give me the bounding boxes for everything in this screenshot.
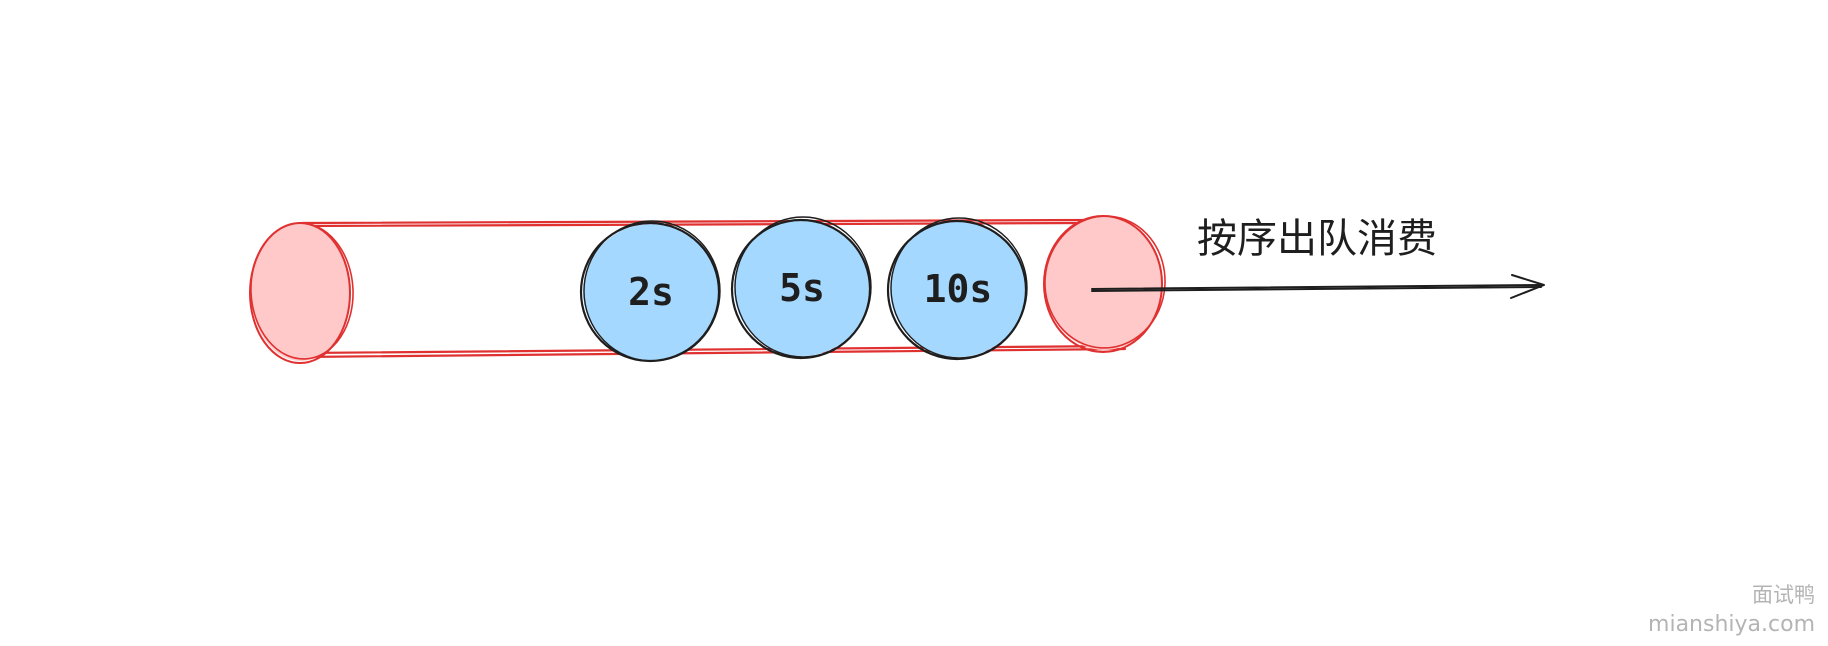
queue-right-cap [1043, 215, 1166, 353]
dequeue-arrow [1091, 274, 1545, 299]
consume-label: 按序出队消费 [1197, 216, 1437, 262]
message-label: 10s [924, 267, 993, 311]
message-3: 10s [886, 217, 1028, 361]
watermark: 面试鸭 mianshiya.com [1648, 583, 1815, 637]
message-1: 2s [579, 220, 721, 363]
message-label: 2s [628, 270, 674, 314]
message-label: 5s [779, 266, 825, 310]
message-2: 5s [730, 216, 872, 360]
watermark-url: mianshiya.com [1648, 612, 1815, 637]
queue-left-cap [249, 222, 354, 364]
watermark-title: 面试鸭 [1752, 583, 1815, 607]
